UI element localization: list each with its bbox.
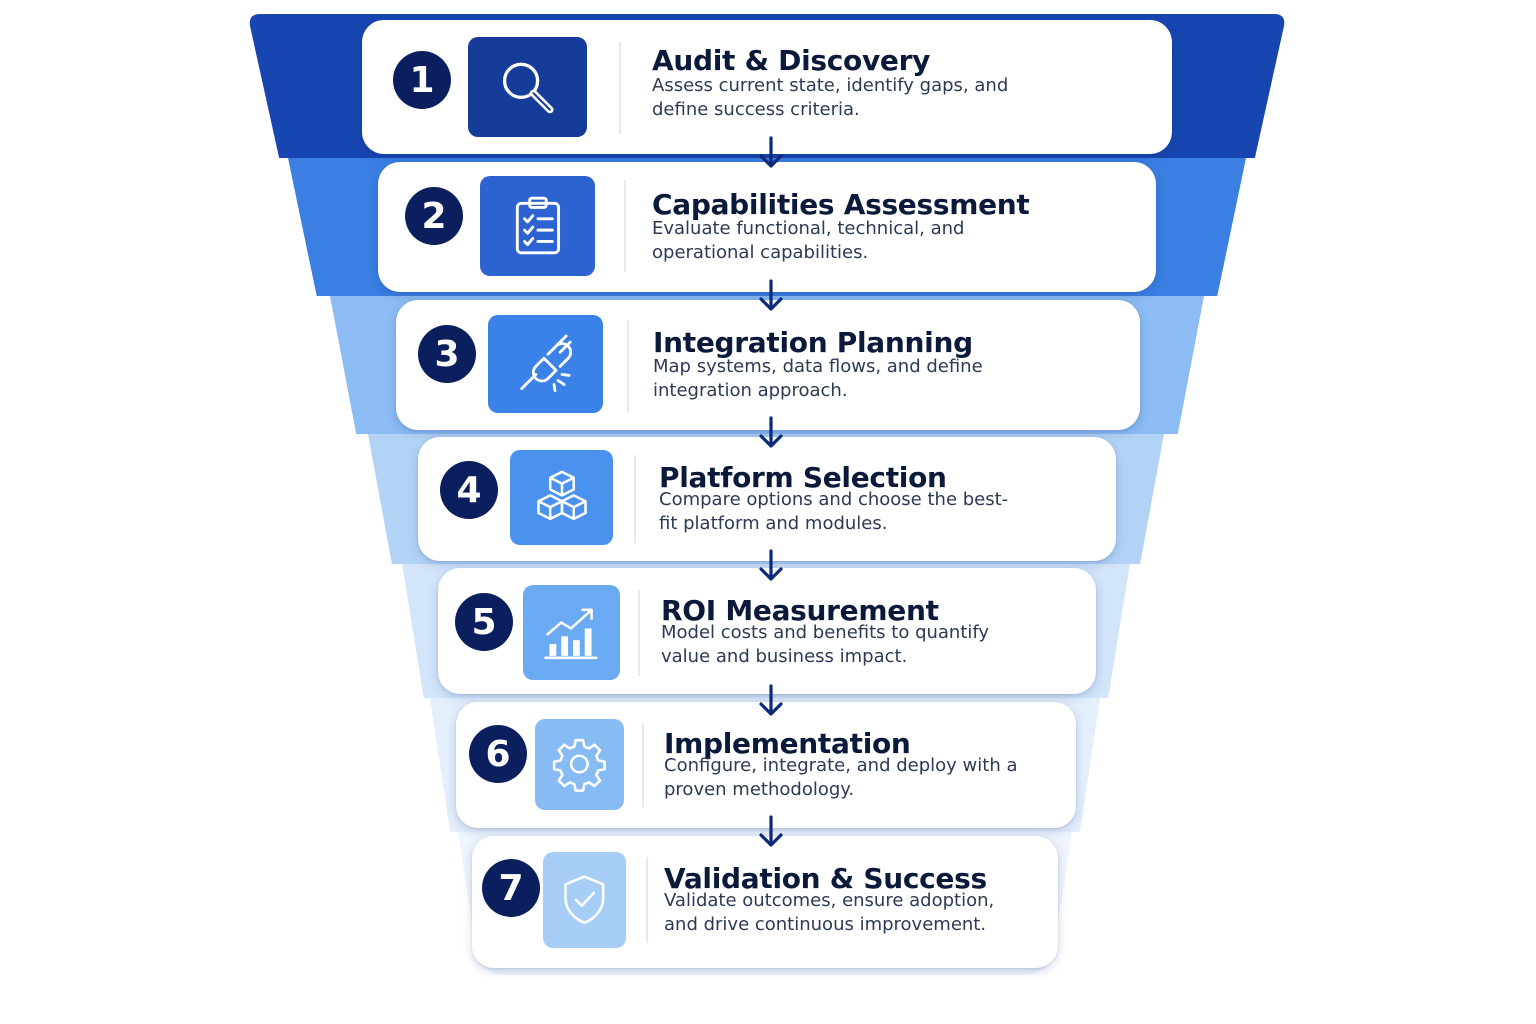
card-divider <box>619 42 621 134</box>
step-description: Configure, integrate, and deploy with a … <box>664 755 1018 800</box>
step-title: Integration Planning <box>653 326 973 359</box>
step-description: Map systems, data flows, and define inte… <box>653 356 983 401</box>
step-description: Model costs and benefits to quantify val… <box>661 622 990 667</box>
down-arrow-icon <box>759 136 783 168</box>
card-divider <box>624 180 626 272</box>
step-number-badge: 7 <box>482 859 540 917</box>
card-divider <box>642 723 644 807</box>
step-title: Capabilities Assessment <box>652 188 1030 221</box>
step-title: Validation & Success <box>664 862 987 895</box>
step-title: Implementation <box>664 727 911 760</box>
step-number-badge: 4 <box>440 461 498 519</box>
step-title: ROI Measurement <box>661 594 939 627</box>
card-divider <box>627 320 629 412</box>
step-title: Platform Selection <box>659 461 947 494</box>
step-number-badge: 3 <box>418 325 476 383</box>
magnifier-icon <box>468 37 587 137</box>
plug-connector-icon <box>488 315 603 413</box>
step-description: Compare options and choose the best-fit … <box>659 489 1009 534</box>
card-divider <box>638 590 640 676</box>
card-divider <box>646 857 648 943</box>
step-description: Evaluate functional, technical, and oper… <box>652 218 965 263</box>
step-title: Audit & Discovery <box>652 44 931 77</box>
bar-chart-growth-icon <box>523 585 620 680</box>
down-arrow-icon <box>759 684 783 716</box>
cubes-stack-icon <box>510 450 613 545</box>
down-arrow-icon <box>759 416 783 448</box>
card-divider <box>634 455 636 543</box>
down-arrow-icon <box>759 279 783 311</box>
down-arrow-icon <box>759 549 783 581</box>
down-arrow-icon <box>759 815 783 847</box>
step-number-badge: 6 <box>469 725 527 783</box>
step-number-badge: 5 <box>455 593 513 651</box>
checklist-clipboard-icon <box>480 176 595 276</box>
shield-check-icon <box>543 852 626 948</box>
step-description: Validate outcomes, ensure adoption, and … <box>664 890 995 935</box>
step-number-badge: 1 <box>393 51 451 109</box>
step-number-badge: 2 <box>405 187 463 245</box>
gear-icon <box>535 719 624 810</box>
step-description: Assess current state, identify gaps, and… <box>652 75 1009 120</box>
